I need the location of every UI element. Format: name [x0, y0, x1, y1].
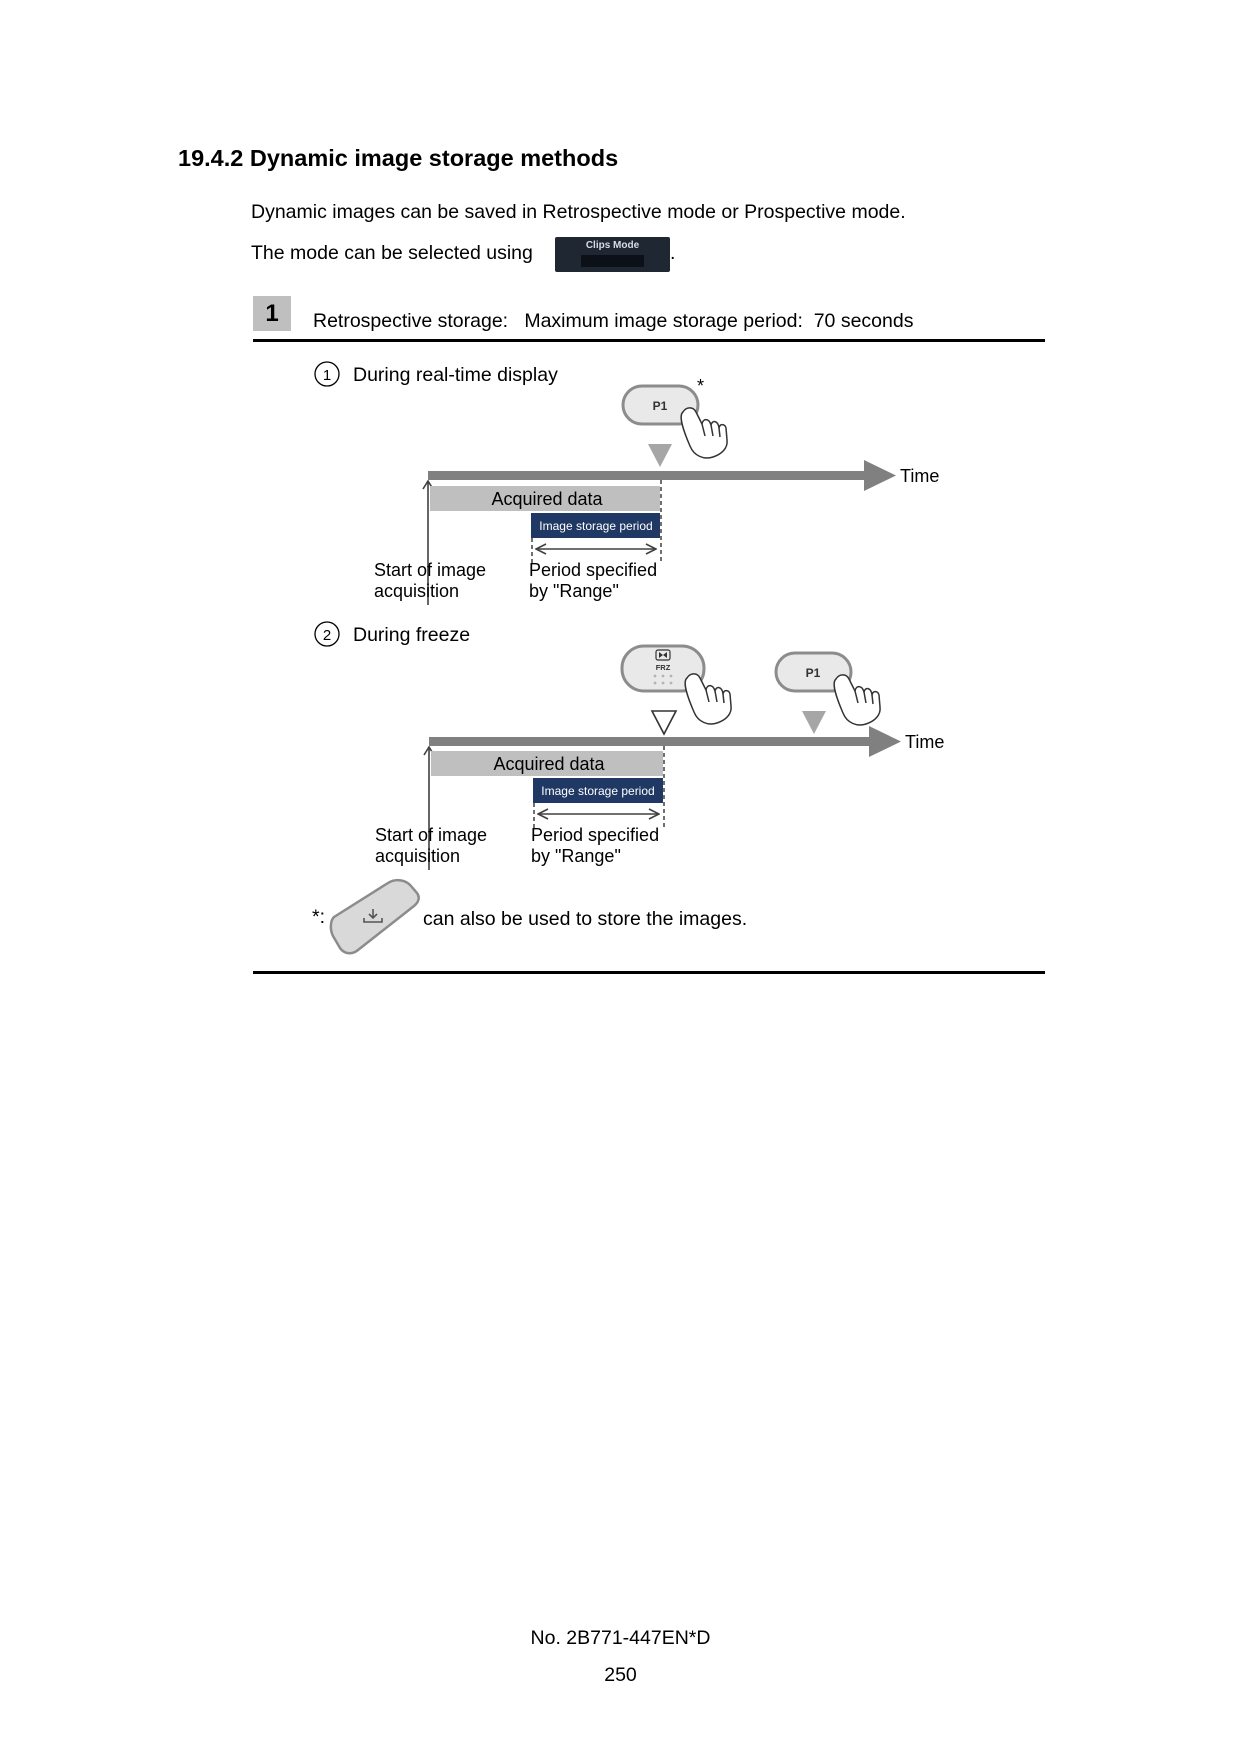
section-heading: 19.4.2 Dynamic image storage methods — [178, 145, 619, 171]
case2-title: During freeze — [353, 624, 470, 646]
clips-mode-value-box — [581, 255, 644, 267]
case1-trigger-triangle-icon — [648, 444, 672, 467]
case1-time-label: Time — [900, 466, 939, 486]
section-rule-top — [253, 339, 1045, 342]
case1-p1-button — [621, 384, 700, 426]
clips-mode-label: Clips Mode — [585, 240, 640, 251]
case2-diagram: 2 During freeze FRZ P1 Time — [314, 621, 944, 870]
case2-time-axis — [429, 737, 870, 746]
case2-time-arrowhead — [869, 726, 901, 757]
case2-freeze-button — [620, 644, 706, 693]
section-rule-bottom — [253, 971, 1045, 974]
case2-start-line1: Start of image — [375, 825, 487, 845]
case1-acquired-label: Acquired data — [491, 489, 603, 509]
case2-storage-bar — [533, 778, 663, 803]
case1-storage-label: Image storage period — [539, 519, 652, 533]
case2-start-line2: acquisition — [375, 846, 460, 866]
case1-period-line2: by "Range" — [529, 581, 619, 601]
freeze-icon — [655, 649, 671, 661]
case1-time-arrowhead — [864, 460, 896, 491]
note-text: can also be used to store the images. — [423, 908, 747, 930]
intro-text: Dynamic images can be saved in Retrospec… — [251, 201, 906, 223]
clips-mode-button: Clips Mode — [555, 237, 670, 272]
case1-storage-bar — [531, 513, 660, 538]
case2-p1-button — [774, 651, 853, 693]
note: *: can also be used to store the images. — [312, 878, 747, 955]
case1-p1-label: P1 — [653, 399, 668, 413]
case1-title: During real-time display — [353, 364, 558, 386]
section-number-badge: 1 — [253, 296, 291, 331]
footer-page-number: 250 — [604, 1664, 637, 1686]
case2-period-line2: by "Range" — [531, 846, 621, 866]
note-prefix: *: — [312, 906, 325, 928]
case1-start-line1: Start of image — [374, 560, 486, 580]
case1-marker: 1 — [323, 367, 331, 384]
save-tablet-icon — [329, 878, 420, 955]
hand-press-icon — [680, 407, 728, 459]
case2-acquired-label: Acquired data — [493, 754, 605, 774]
case2-time-label: Time — [905, 732, 944, 752]
case2-freeze-label: FRZ — [656, 663, 671, 672]
section-title: Retrospective storage: Maximum image sto… — [313, 310, 914, 332]
case2-acquired-bar — [431, 751, 663, 776]
case2-period-line1: Period specified — [531, 825, 659, 845]
case2-marker-circle — [314, 621, 340, 647]
case2-freeze-dots — [653, 674, 673, 685]
case2-marker: 2 — [323, 627, 331, 644]
case2-storage-label: Image storage period — [541, 784, 654, 798]
storage-diagram: 1 During real-time display P1 * Time Acq… — [312, 361, 944, 955]
case1-start-line2: acquisition — [374, 581, 459, 601]
hand-press-icon — [684, 673, 732, 725]
case2-p1-label: P1 — [806, 666, 821, 680]
mode-select-text: The mode can be selected using — [251, 242, 533, 264]
mode-line-period: . — [670, 242, 676, 264]
case1-diagram: 1 During real-time display P1 * Time Acq… — [314, 361, 939, 605]
case1-marker-circle — [314, 361, 340, 387]
case2-trigger-triangle-icon — [802, 711, 826, 734]
hand-press-icon — [833, 674, 881, 726]
case1-acquired-bar — [430, 486, 660, 511]
case1-period-line1: Period specified — [529, 560, 657, 580]
case1-time-axis — [428, 471, 865, 480]
footer-doc-number: No. 2B771-447EN*D — [530, 1627, 711, 1649]
case2-freeze-triangle-icon — [650, 710, 678, 736]
case1-asterisk: * — [697, 376, 704, 396]
